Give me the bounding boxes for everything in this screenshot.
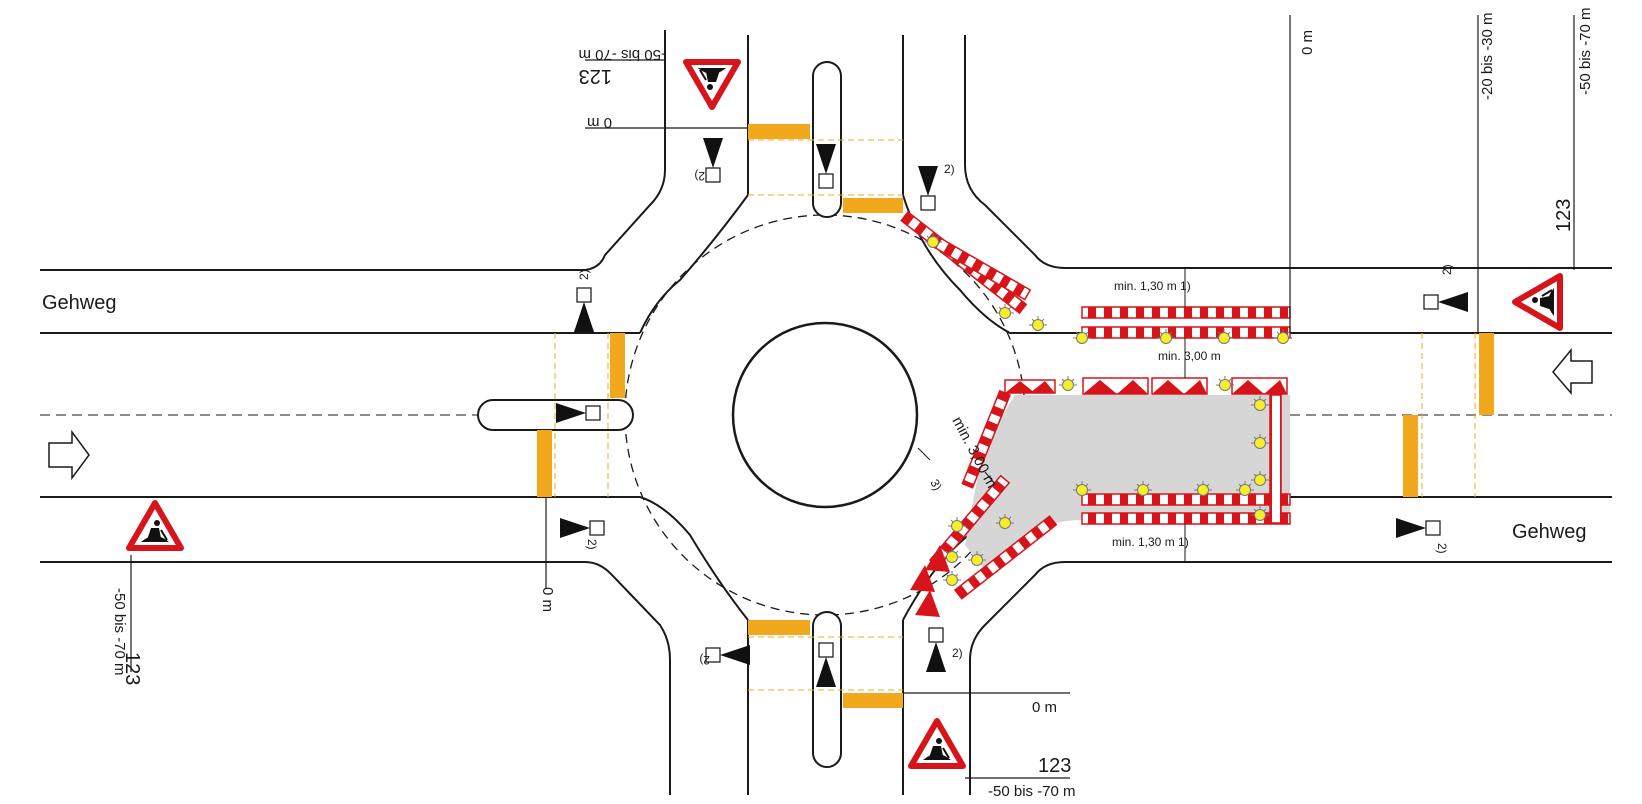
yellow-stop-markings: [537, 124, 1494, 708]
min-130-bottom-label: min. 1,30 m 1): [1112, 535, 1189, 549]
traffic-light-icon: [1395, 517, 1441, 539]
footnote-2-a: 2): [944, 162, 955, 176]
roadworks-warning-sign-icon: [911, 721, 963, 766]
footnote-2-e: 2): [585, 539, 599, 550]
arrow-right-icon: [48, 429, 90, 481]
warning-light-icon: [1028, 315, 1048, 331]
direction-arrows: [48, 347, 1593, 481]
footnote-3: 3): [927, 477, 944, 493]
traffic-light-icon: [573, 287, 595, 333]
footnote-2-d: 2): [1440, 264, 1454, 275]
traffic-light-icon: [705, 644, 751, 666]
warning-light-icon: [942, 570, 962, 586]
zero-m-south-label: 0 m: [1032, 699, 1057, 716]
reference-lines: [130, 15, 1575, 779]
zero-m-west-label: 0 m: [539, 587, 556, 612]
zero-m-north-label: 0 m: [587, 114, 612, 131]
chevron-marks: [910, 380, 1287, 617]
footnote-2-f: 2): [1435, 543, 1449, 554]
dimension-markers: [917, 268, 1186, 562]
splitter-island-north: [812, 61, 842, 218]
dist-north-label: -50 bis -70 m: [578, 46, 666, 63]
dist-west-label: -50 bis -70 m: [111, 588, 128, 676]
splitter-island-south: [812, 611, 842, 768]
dist-south-label: -50 bis -70 m: [988, 783, 1076, 800]
barrier-boards: [900, 210, 1291, 600]
traffic-light-icon: [925, 627, 947, 673]
sign-number-west: 123: [121, 652, 143, 685]
dist-east-50-70-label: -50 bis -70 m: [1577, 7, 1594, 95]
footnote-2-c: 2): [577, 269, 591, 280]
central-island: [731, 321, 919, 509]
crossing-dashes: [554, 139, 1476, 691]
min-130-top-label: min. 1,30 m 1): [1114, 279, 1191, 293]
dist-east-20-30-label: -20 bis -30 m: [1479, 12, 1496, 100]
warning-light-icon: [1058, 375, 1078, 391]
zero-m-east-label: 0 m: [1299, 30, 1316, 55]
min-300-lane-label: min. 3,00 m: [1158, 349, 1221, 363]
sign-number-east: 123: [1553, 199, 1575, 232]
roadworks-warning-sign-icon: [129, 503, 181, 548]
traffic-light-icon: [559, 517, 605, 539]
footnote-2-g: 2): [952, 646, 963, 660]
footnote-2-h: 2): [699, 653, 710, 667]
traffic-light-icon: [917, 165, 939, 211]
sign-number-south: 123: [1038, 755, 1071, 777]
arrow-left-icon: [1552, 347, 1593, 396]
footnote-2-b: 2): [694, 169, 705, 183]
roadworks-warning-sign-icon: [686, 62, 738, 107]
sign-number-north: 123: [579, 65, 612, 87]
traffic-light-icon: [702, 137, 724, 183]
roadworks-warning-sign-icon: [1515, 276, 1560, 328]
traffic-light-icon: [1423, 291, 1469, 313]
gehweg-right-label: Gehweg: [1512, 521, 1587, 543]
gehweg-left-label: Gehweg: [42, 292, 117, 314]
